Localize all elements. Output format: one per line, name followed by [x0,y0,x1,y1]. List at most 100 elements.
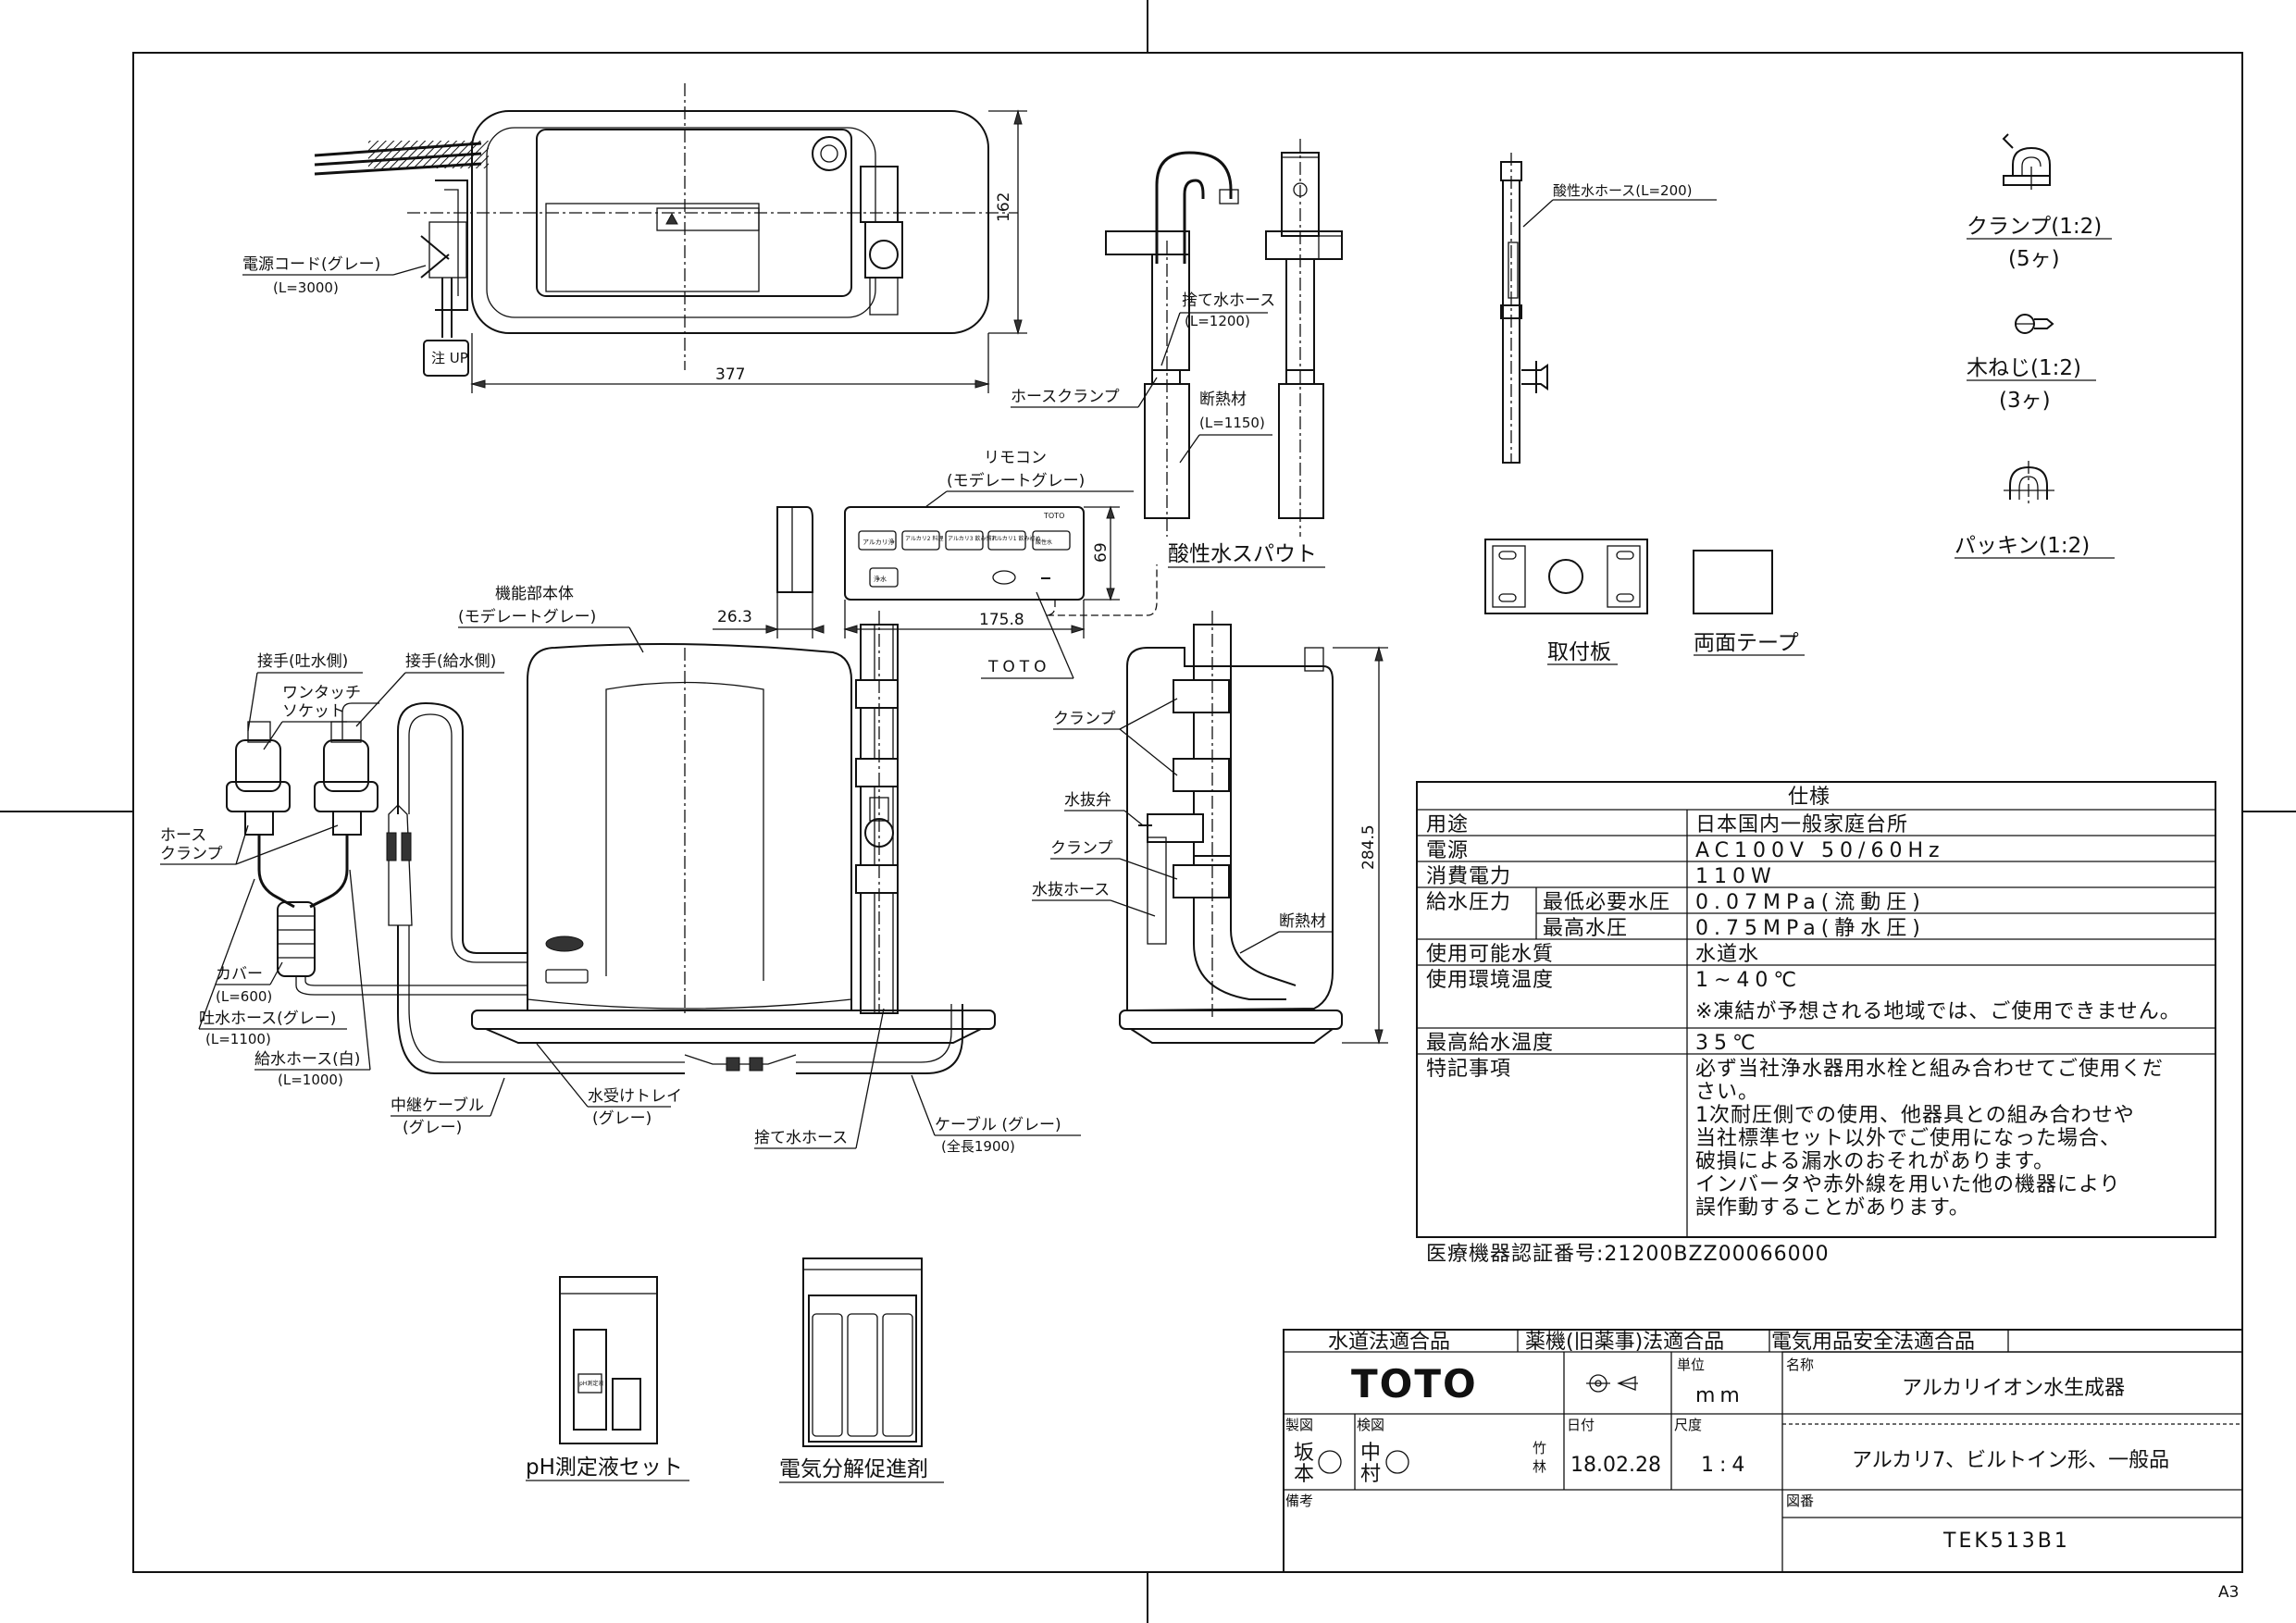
hose-clamp-2: クランプ [160,845,223,863]
date-value: 18.02.28 [1570,1454,1661,1477]
spout-insulation-length: (L=1150) [1199,415,1265,431]
svg-text:TOTO: TOTO [1043,512,1064,520]
compliance-1: 薬機(旧薬事)法適合品 [1525,1331,1724,1354]
checked-label: 検図 [1357,1417,1384,1433]
toto-logo: TOTO [1351,1361,1478,1406]
dim-remote-height [1084,505,1120,601]
dim-width-label: 377 [715,365,745,384]
checked2-name-1: 林 [1533,1458,1546,1475]
tray-color: (グレー) [592,1109,652,1128]
fittings-drawing [226,701,963,1074]
checked-seal [1385,1450,1409,1474]
svg-text:アルカリ2 料理: アルカリ2 料理 [905,535,944,542]
spec-title: 仕様 [1788,786,1831,809]
drawing-no-label: 図番 [1786,1493,1814,1509]
remote-depth-label: 26.3 [717,608,752,626]
dim-width-377 [470,333,990,393]
title-block [1283,1329,2243,1573]
dim-height-162 [988,109,1027,335]
side-clamp-top: クランプ [1053,710,1116,728]
spec-row-1-value: AC100V 50/60Hz [1695,839,1945,862]
remote-width-label: 175.8 [979,611,1024,629]
spout-title: 酸性水スパウト [1168,542,1317,566]
acid-hose-label: 酸性水ホース(L=200) [1553,182,1693,199]
spec-row-0-value: 日本国内一般家庭台所 [1695,813,1908,836]
svg-text:浄水: 浄水 [874,575,887,583]
power-cord-label: 電源コード(グレー) [242,255,380,274]
clamp-label: クランプ(1:2) [1967,215,2102,239]
cover-label: カバー [216,965,263,984]
drain-hose-label: 捨て水ホース [754,1129,848,1147]
compliance-0: 水道法適合品 [1328,1331,1450,1354]
dim-remote-width [843,600,1086,638]
remote-color: (モデレートグレー) [947,471,1085,490]
scale-value: 1:4 [1701,1454,1750,1477]
spec-row-4-value: 0.75MPa(静水圧) [1695,917,1926,940]
supply-hose-length: (L=1000) [278,1072,343,1088]
svg-text:アルカリ浄: アルカリ浄 [863,538,895,546]
side-height-label: 284.5 [1359,824,1378,870]
svg-text:酸性水: 酸性水 [1036,539,1052,546]
checked-name-0: 中 [1360,1442,1381,1465]
drawing-no: TEK513B1 [1942,1530,2070,1553]
one-touch-1: ワンタッチ [282,684,361,702]
product-name: アルカリイオン水生成器 [1902,1377,2125,1400]
remote-side-view [776,506,813,593]
side-drain-hose: 水抜ホース [1032,881,1110,899]
supply-joint: 接手(給水側) [405,652,496,671]
date-label: 日付 [1567,1417,1595,1433]
svg-text:アルカリ3 飲み慣れ: アルカリ3 飲み慣れ [948,535,998,542]
drawn-name-1: 本 [1294,1463,1314,1486]
checked2-name-0: 竹 [1533,1440,1546,1456]
drawn-seal [1318,1450,1342,1474]
scale-label: 尺度 [1674,1417,1702,1433]
drawn-name-0: 坂 [1294,1442,1314,1465]
drawn-label: 製図 [1285,1417,1313,1433]
svg-text:注 UP: 注 UP [431,350,468,366]
remote-brand-label: TOTO [987,658,1051,676]
tray-label: 水受けトレイ [588,1087,682,1106]
spec-row-6-label: 使用環境温度 [1426,969,1554,992]
spec-row-7-value: 35℃ [1695,1032,1761,1055]
spec-table [1416,781,2216,1238]
side-clamp-mid: クランプ [1050,839,1113,858]
clamp-icon [2002,133,2051,190]
side-drain-valve: 水抜弁 [1064,791,1111,810]
spec-note-6: 誤作動することがあります。 [1695,1196,1970,1220]
spout-insulation: 断熱材 [1199,390,1247,409]
spec-row-3-value: 0.07MPa(流動圧) [1695,891,1926,914]
dim-side-height [1333,646,1388,1045]
outlet-joint: 接手(吐水側) [257,652,348,671]
remote-name: リモコン [984,449,1047,467]
dim-height-label: 162 [995,192,1013,222]
compliance-2: 電気用品安全法適合品 [1771,1331,1975,1354]
body-color: (モデレートグレー) [458,607,596,626]
outlet-hose-length: (L=1100) [205,1031,271,1047]
electrolyte-label: 電気分解促進剤 [779,1457,928,1481]
spec-note-1: さい。 [1695,1081,1759,1104]
screw-icon [2015,314,2054,334]
screw-label: 木ねじ(1:2) [1967,356,2081,380]
spec-note-3: 当社標準セット以外でご使用になった場合、 [1695,1127,2121,1150]
spec-row-1-label: 電源 [1426,839,1469,862]
spec-cert: 医療機器認証番号:21200BZZ00066000 [1426,1243,1830,1266]
spec-note-2: 1次耐圧側での使用、他器具との組み合わせや [1695,1104,2135,1127]
spec-notes-label: 特記事項 [1426,1058,1511,1081]
ph-set-label: pH測定液セット [526,1456,683,1480]
cable-label: ケーブル (グレー) [935,1115,1061,1134]
outlet-hose: 吐水ホース(グレー) [199,1010,336,1028]
sheet-size: A3 [2218,1583,2239,1602]
main-body-side-view [1119,611,1343,1044]
one-touch-2: ソケット [282,702,345,721]
acid-hose-drawing [1500,153,1548,464]
checked-name-1: 村 [1360,1463,1381,1486]
ph-set-drawing: pH測定液 [559,1276,658,1444]
hose-clamp-1: ホース [160,826,206,845]
clamp-qty: (5ヶ) [2008,247,2060,271]
remote-height-label: 69 [1092,542,1111,563]
cover-length: (L=600) [216,988,272,1005]
main-unit-top-view: 注 UP [314,83,1018,377]
cable-length: (全長1900) [941,1138,1015,1155]
